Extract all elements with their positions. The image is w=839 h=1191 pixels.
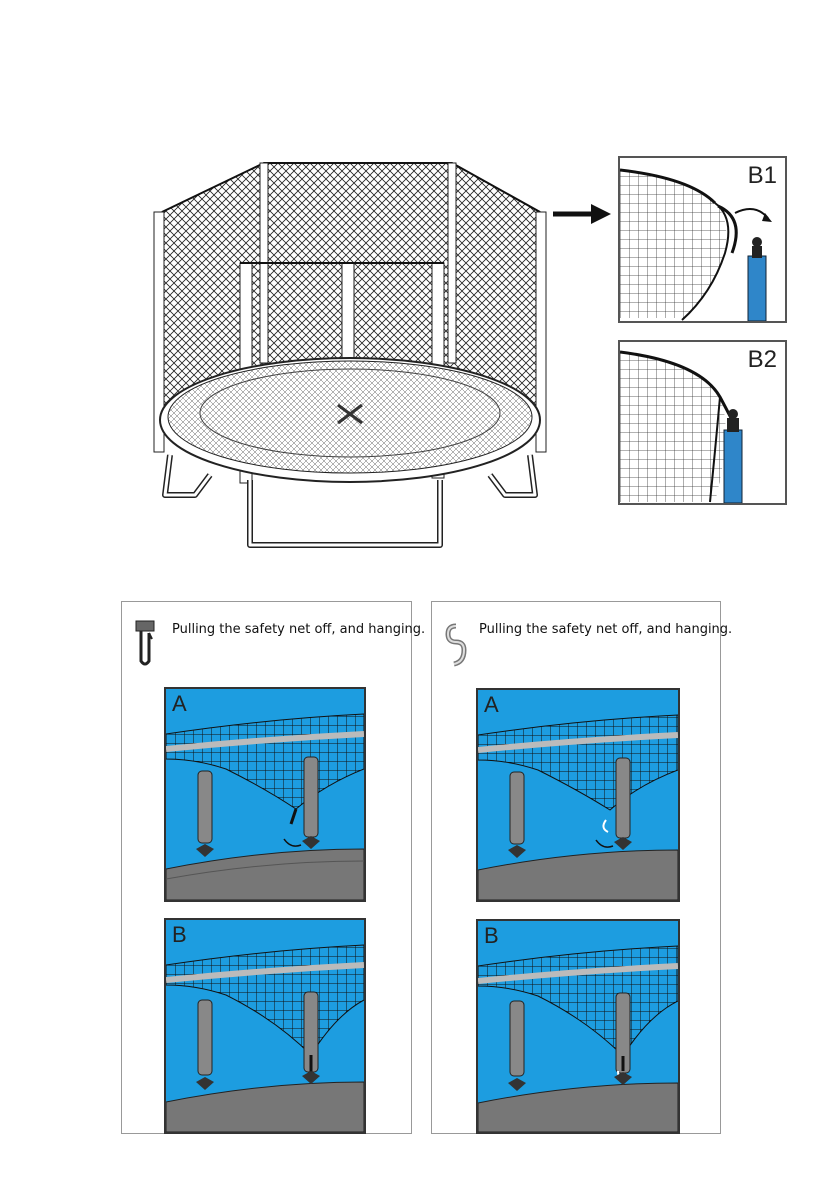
arrow-right-icon [553,200,611,228]
instruction-card-s-hook: Pulling the safety net off, and hanging.… [431,601,721,1134]
panel-label: B2 [748,346,777,374]
step-b-panel: B [476,919,680,1134]
s-hook-icon [444,622,468,668]
instruction-card-hook: Pulling the safety net off, and hanging.… [121,601,412,1134]
detail-panel-b1: B1 [618,156,787,323]
trampoline-illustration [150,155,550,560]
step-label: B [172,922,187,948]
panel-label: B1 [748,162,777,190]
step-b-panel: B [164,918,366,1134]
step-label: B [484,923,499,949]
detail-panel-b2: B2 [618,340,787,505]
step-label: A [172,691,187,717]
hook-icon [134,619,156,669]
step-a-panel: A [476,688,680,902]
step-a-panel: A [164,687,366,902]
card-caption: Pulling the safety net off, and hanging. [479,622,732,637]
card-caption: Pulling the safety net off, and hanging. [172,622,425,637]
step-label: A [484,692,499,718]
